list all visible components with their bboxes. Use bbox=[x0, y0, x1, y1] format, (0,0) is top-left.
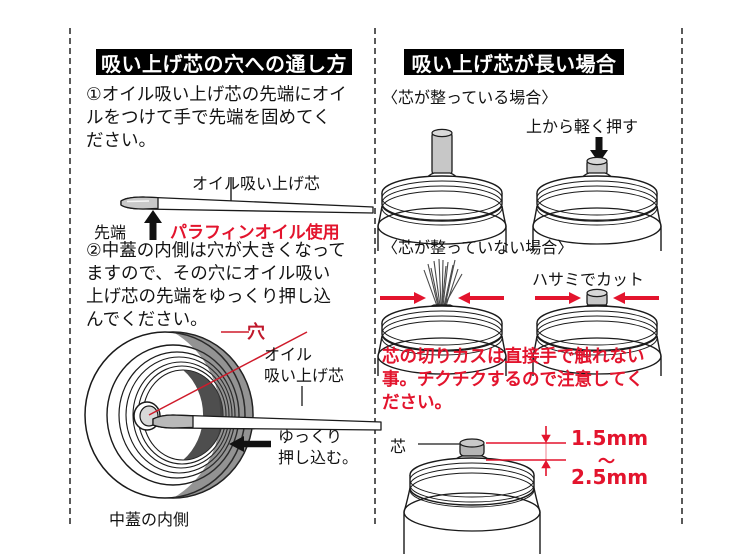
dimension-bottom: 2.5mm bbox=[571, 465, 649, 489]
left-step2-text: ②中蓋の内側は穴が大きくなって ますので、その穴にオイル吸い 上げ芯の先端をゆっ… bbox=[86, 241, 346, 330]
bottle-frayed-wick-illustration bbox=[377, 258, 507, 376]
dimension-top: 1.5mm bbox=[571, 426, 649, 450]
hole-leader-line bbox=[221, 331, 249, 333]
frame-center-divider bbox=[374, 28, 376, 524]
wick-leader-tick bbox=[301, 386, 303, 406]
inner-cap-caption: 中蓋の内側 bbox=[109, 510, 190, 529]
right-panel: 吸い上げ芯が長い場合 〈芯が整っている場合〉 上から軽く押す bbox=[374, 28, 681, 554]
warning-text: 芯の切りカスは直接手で触れない 事。チクチクするので注意してく ださい。 bbox=[382, 347, 645, 413]
left-panel: 吸い上げ芯の穴への通し方 ①オイル吸い上げ芯の先端にオイ ルをつけて手で先端を固… bbox=[69, 28, 382, 529]
left-panel-banner-label: 吸い上げ芯の穴への通し方 bbox=[101, 51, 347, 76]
wick-label-top: オイル吸い上げ芯 bbox=[192, 174, 321, 193]
hole-label: 穴 bbox=[247, 322, 265, 343]
paraffin-oil-note: パラフィンオイル使用 bbox=[170, 223, 340, 243]
left-step1-text: ①オイル吸い上げ芯の先端にオイ ルをつけて手で先端を固めてく ださい。 bbox=[86, 85, 347, 151]
wick-illustration bbox=[120, 177, 374, 214]
frame-left-divider bbox=[69, 28, 71, 524]
dimension-tilde: 〜 bbox=[598, 452, 615, 472]
left-panel-banner: 吸い上げ芯の穴への通し方 bbox=[96, 49, 352, 76]
frame-right-divider bbox=[681, 28, 683, 524]
press-down-arrow-icon bbox=[590, 137, 608, 163]
right-subheading-untidy: 〈芯が整っていない場合〉 bbox=[382, 238, 574, 257]
inner-cap-illustration bbox=[84, 331, 382, 499]
right-panel-banner: 吸い上げ芯が長い場合 bbox=[404, 49, 624, 76]
tip-label: 先端 bbox=[94, 223, 127, 242]
press-from-top-label: 上から軽く押す bbox=[526, 117, 639, 136]
bottle-cut-wick-illustration bbox=[532, 288, 662, 376]
push-slowly-label: ゆっくり 押し込む。 bbox=[278, 427, 359, 467]
wick-measure-label: 芯 bbox=[390, 437, 407, 456]
bottle-pressed-wick-illustration bbox=[532, 156, 662, 251]
measurement-annotation bbox=[486, 426, 566, 476]
right-panel-banner-label: 吸い上げ芯が長い場合 bbox=[411, 51, 617, 76]
bottle-measurement-illustration bbox=[403, 438, 541, 554]
push-left-arrow-icon bbox=[229, 436, 271, 452]
tip-up-arrow-icon bbox=[144, 210, 162, 240]
wick-label-bottom: オイル 吸い上げ芯 bbox=[264, 345, 345, 385]
cut-with-scissors-label: ハサミでカット bbox=[532, 270, 645, 289]
bottle-long-wick-illustration bbox=[377, 128, 507, 251]
right-subheading-tidy: 〈芯が整っている場合〉 bbox=[382, 88, 558, 107]
